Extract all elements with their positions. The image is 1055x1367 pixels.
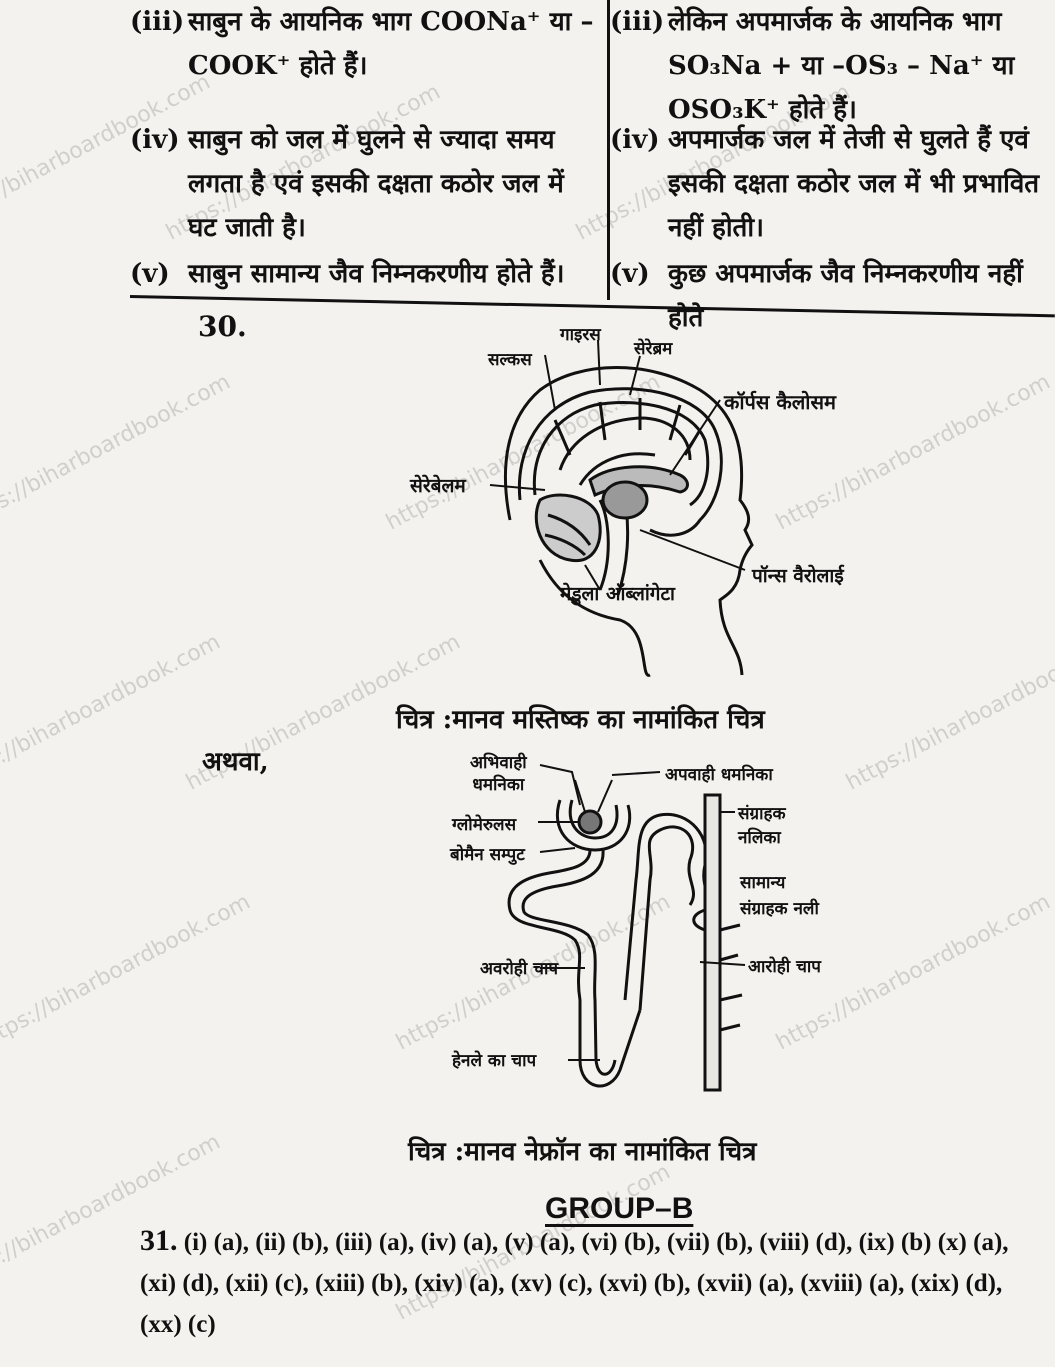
group-b-heading: GROUP–B: [545, 1192, 694, 1225]
answer-list: (i) (a), (ii) (b), (iii) (a), (iv) (a), …: [140, 1229, 1009, 1338]
label-bowman-capsule: बोमैन सम्पुट: [450, 845, 525, 865]
detergent-point-iv: (iv) अपमार्जक जल में तेजी से घुलते हैं ए…: [610, 125, 1040, 243]
brain-caption: चित्र :मानव मस्तिष्क का नामांकित चित्र: [396, 705, 765, 735]
label-sulcus: सल्कस: [488, 350, 532, 370]
question-number: 31.: [140, 1224, 178, 1257]
label-glomerulus: ग्लोमेरुलस: [452, 815, 517, 835]
comparison-table: (iii) साबुन के आयनिक भाग COONa⁺ या –COOK…: [130, 0, 1055, 333]
detergent-point-v: (v) कुछ अपमार्जक जैव निम्नकरणीय नहीं होत…: [610, 259, 1023, 333]
or-text: अथवा,: [202, 747, 269, 777]
soap-point-iv: (iv) साबुन को जल में घुलने से ज्यादा समय…: [130, 125, 564, 243]
question-number: 30.: [198, 310, 247, 343]
label-corpus-callosum: कॉर्पस कैलोसम: [724, 390, 836, 414]
soap-point-iii: (iii) साबुन के आयनिक भाग COONa⁺ या –COOK…: [130, 7, 594, 81]
label-collecting-tubule: संग्राहक नलिका: [738, 804, 786, 848]
label-descending-limb: अवरोही चाप: [480, 959, 558, 979]
nephron-caption: चित्र :मानव नेफ्रॉन का नामांकित चित्र: [408, 1137, 757, 1167]
question-31-answers: 31. (i) (a), (ii) (b), (iii) (a), (iv) (…: [140, 1220, 1040, 1345]
label-loop-of-henle: हेनले का चाप: [452, 1051, 537, 1071]
label-medulla: मेडुला ऑब्लांगेटा: [560, 583, 675, 605]
label-cerebellum: सेरेबेलम: [410, 475, 466, 497]
label-cerebrum: सेरेब्रम: [634, 339, 673, 359]
brain-diagram: [489, 339, 754, 677]
label-efferent-arteriole: अपवाही धमनिका: [665, 765, 773, 785]
label-pons: पॉन्स वैरोलाई: [752, 565, 844, 587]
label-ascending-limb: आरोही चाप: [748, 957, 821, 977]
label-afferent-arteriole: अभिवाही धमनिका: [470, 753, 527, 795]
column-divider: [607, 0, 610, 300]
detergent-point-iii: (iii) लेकिन अपमार्जक के आयनिक भाग SO₃Na …: [610, 7, 1015, 125]
label-gyrus: गाइरस: [560, 325, 601, 345]
soap-point-v: (v) साबुन सामान्य जैव निम्नकरणीय होते है…: [130, 259, 565, 289]
label-common-collecting-duct: सामान्य संग्राहक नली: [740, 873, 819, 919]
